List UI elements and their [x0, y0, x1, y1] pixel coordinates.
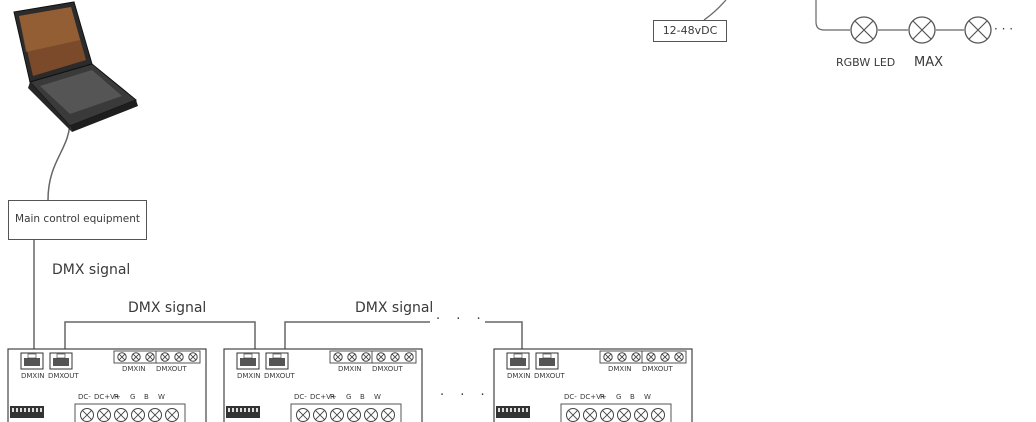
dmx-signal-label-main: DMX signal — [52, 262, 131, 278]
terminal-pin-label: B — [360, 393, 365, 401]
dmx-out-port — [535, 352, 559, 370]
terminal-in-label: DMXIN — [608, 365, 632, 373]
dmx-in-port — [236, 352, 260, 370]
dip-switch — [226, 406, 260, 418]
terminal-pin-label: R — [114, 393, 119, 401]
terminal-out-label: DMXOUT — [372, 365, 403, 373]
terminal-pin-label: W — [374, 393, 381, 401]
laptop-image — [13, 1, 138, 132]
terminal-pin-label: DC- — [294, 393, 307, 401]
dip-switch — [10, 406, 44, 418]
terminal-pin-label: G — [616, 393, 622, 401]
led-lamp-1 — [850, 16, 878, 44]
terminal-pin-label: W — [644, 393, 651, 401]
power-box: 12-48vDC — [653, 20, 727, 42]
dmx-signal-label-link1: DMX signal — [128, 300, 207, 316]
led-lamp-2 — [908, 16, 936, 44]
dmx-link-line-2 — [284, 321, 430, 352]
output-terminal-block — [560, 403, 672, 422]
dmx-out-port — [265, 352, 289, 370]
output-terminal-block — [290, 403, 402, 422]
dmx-out-label: DMXOUT — [48, 372, 79, 380]
link-ellipsis: · · · — [436, 312, 487, 327]
terminal-pin-label: R — [330, 393, 335, 401]
led-max-label: MAX — [914, 55, 944, 70]
laptop-cable — [47, 119, 71, 201]
dip-switch — [496, 406, 530, 418]
terminal-pin-label: G — [346, 393, 352, 401]
terminal-pin-label: R — [600, 393, 605, 401]
power-label: 12-48vDC — [662, 24, 718, 37]
led-type-label: RGBW LED — [836, 56, 896, 69]
dmx-link-line-1 — [64, 321, 256, 352]
terminal-pin-label: DC+V+ — [310, 393, 337, 401]
dmx-signal-label-link2: DMX signal — [355, 300, 434, 316]
decoder-unit-3 — [493, 348, 693, 422]
dmx-out-label: DMXOUT — [264, 372, 295, 380]
dmx-out-label: DMXOUT — [534, 372, 565, 380]
terminal-pin-label: DC- — [564, 393, 577, 401]
led-lamp-3 — [964, 16, 992, 44]
dmx-terminal-block — [599, 350, 687, 364]
dmx-link-line-2-end — [485, 321, 523, 352]
terminal-in-label: DMXIN — [122, 365, 146, 373]
main-control-box: Main control equipment — [8, 200, 147, 240]
decoders-ellipsis: · · · — [440, 388, 491, 403]
terminal-pin-label: DC+V+ — [580, 393, 607, 401]
dmx-in-label: DMXIN — [507, 372, 531, 380]
led-chain-line — [815, 0, 850, 31]
terminal-pin-label: G — [130, 393, 136, 401]
power-lead — [703, 0, 727, 21]
decoder-unit-1 — [7, 348, 207, 422]
dmx-in-port — [20, 352, 44, 370]
dmx-in-label: DMXIN — [21, 372, 45, 380]
dmx-terminal-block — [329, 350, 417, 364]
terminal-out-label: DMXOUT — [642, 365, 673, 373]
terminal-out-label: DMXOUT — [156, 365, 187, 373]
dmx-in-label: DMXIN — [237, 372, 261, 380]
dmx-in-port — [506, 352, 530, 370]
dmx-terminal-block — [113, 350, 201, 364]
terminal-pin-label: B — [144, 393, 149, 401]
terminal-pin-label: DC- — [78, 393, 91, 401]
terminal-pin-label: DC+V+ — [94, 393, 121, 401]
terminal-in-label: DMXIN — [338, 365, 362, 373]
main-control-label: Main control equipment — [15, 213, 140, 225]
terminal-pin-label: B — [630, 393, 635, 401]
terminal-pin-label: W — [158, 393, 165, 401]
output-terminal-block — [74, 403, 186, 422]
decoder-unit-2 — [223, 348, 423, 422]
dmx-out-port — [49, 352, 73, 370]
led-chain-ellipsis: · · · — [994, 22, 1014, 36]
